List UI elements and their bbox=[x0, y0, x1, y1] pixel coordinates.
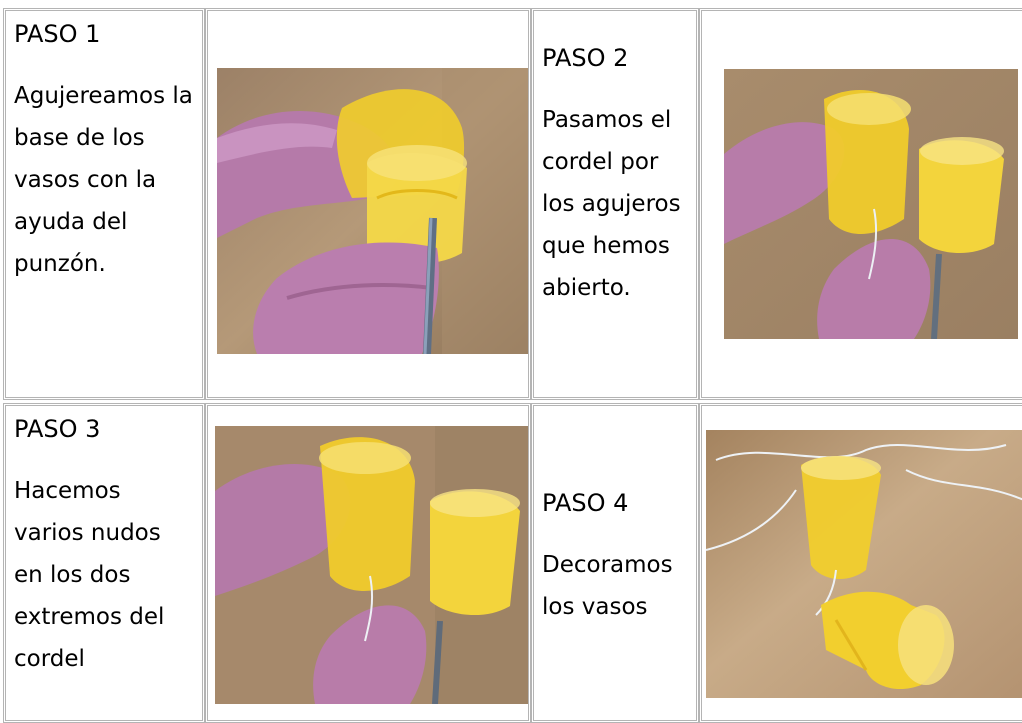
step-1-text-cell: PASO 1 Agujereamos la base de los vasos … bbox=[3, 8, 205, 400]
step-4-photo-cell bbox=[699, 403, 1022, 723]
step-2-title: PASO 2 bbox=[542, 44, 629, 72]
step-4-title: PASO 4 bbox=[542, 489, 629, 517]
step-1-title: PASO 1 bbox=[14, 20, 101, 48]
step-2-photo bbox=[724, 69, 1018, 339]
step-3-photo bbox=[215, 426, 528, 704]
step-4-photo bbox=[706, 430, 1022, 698]
step-1-description: Agujereamos la base de los vasos con la … bbox=[14, 83, 193, 277]
step-4-description: Decoramos los vasos bbox=[542, 552, 673, 620]
step-3-description: Hacemos varios nudos en los dos extremos… bbox=[14, 478, 165, 672]
step-3-text-cell: PASO 3 Hacemos varios nudos en los dos e… bbox=[3, 403, 205, 723]
step-3-photo-cell bbox=[205, 403, 531, 723]
step-1-photo-cell bbox=[205, 8, 531, 400]
step-1-photo bbox=[217, 68, 528, 354]
step-4-text-cell: PASO 4 Decoramos los vasos bbox=[531, 403, 699, 723]
step-2-description: Pasamos el cordel por los agujeros que h… bbox=[542, 107, 681, 301]
step-2-text-cell: PASO 2 Pasamos el cordel por los agujero… bbox=[531, 8, 699, 400]
step-3-title: PASO 3 bbox=[14, 415, 101, 443]
step-2-photo-cell bbox=[699, 8, 1022, 400]
